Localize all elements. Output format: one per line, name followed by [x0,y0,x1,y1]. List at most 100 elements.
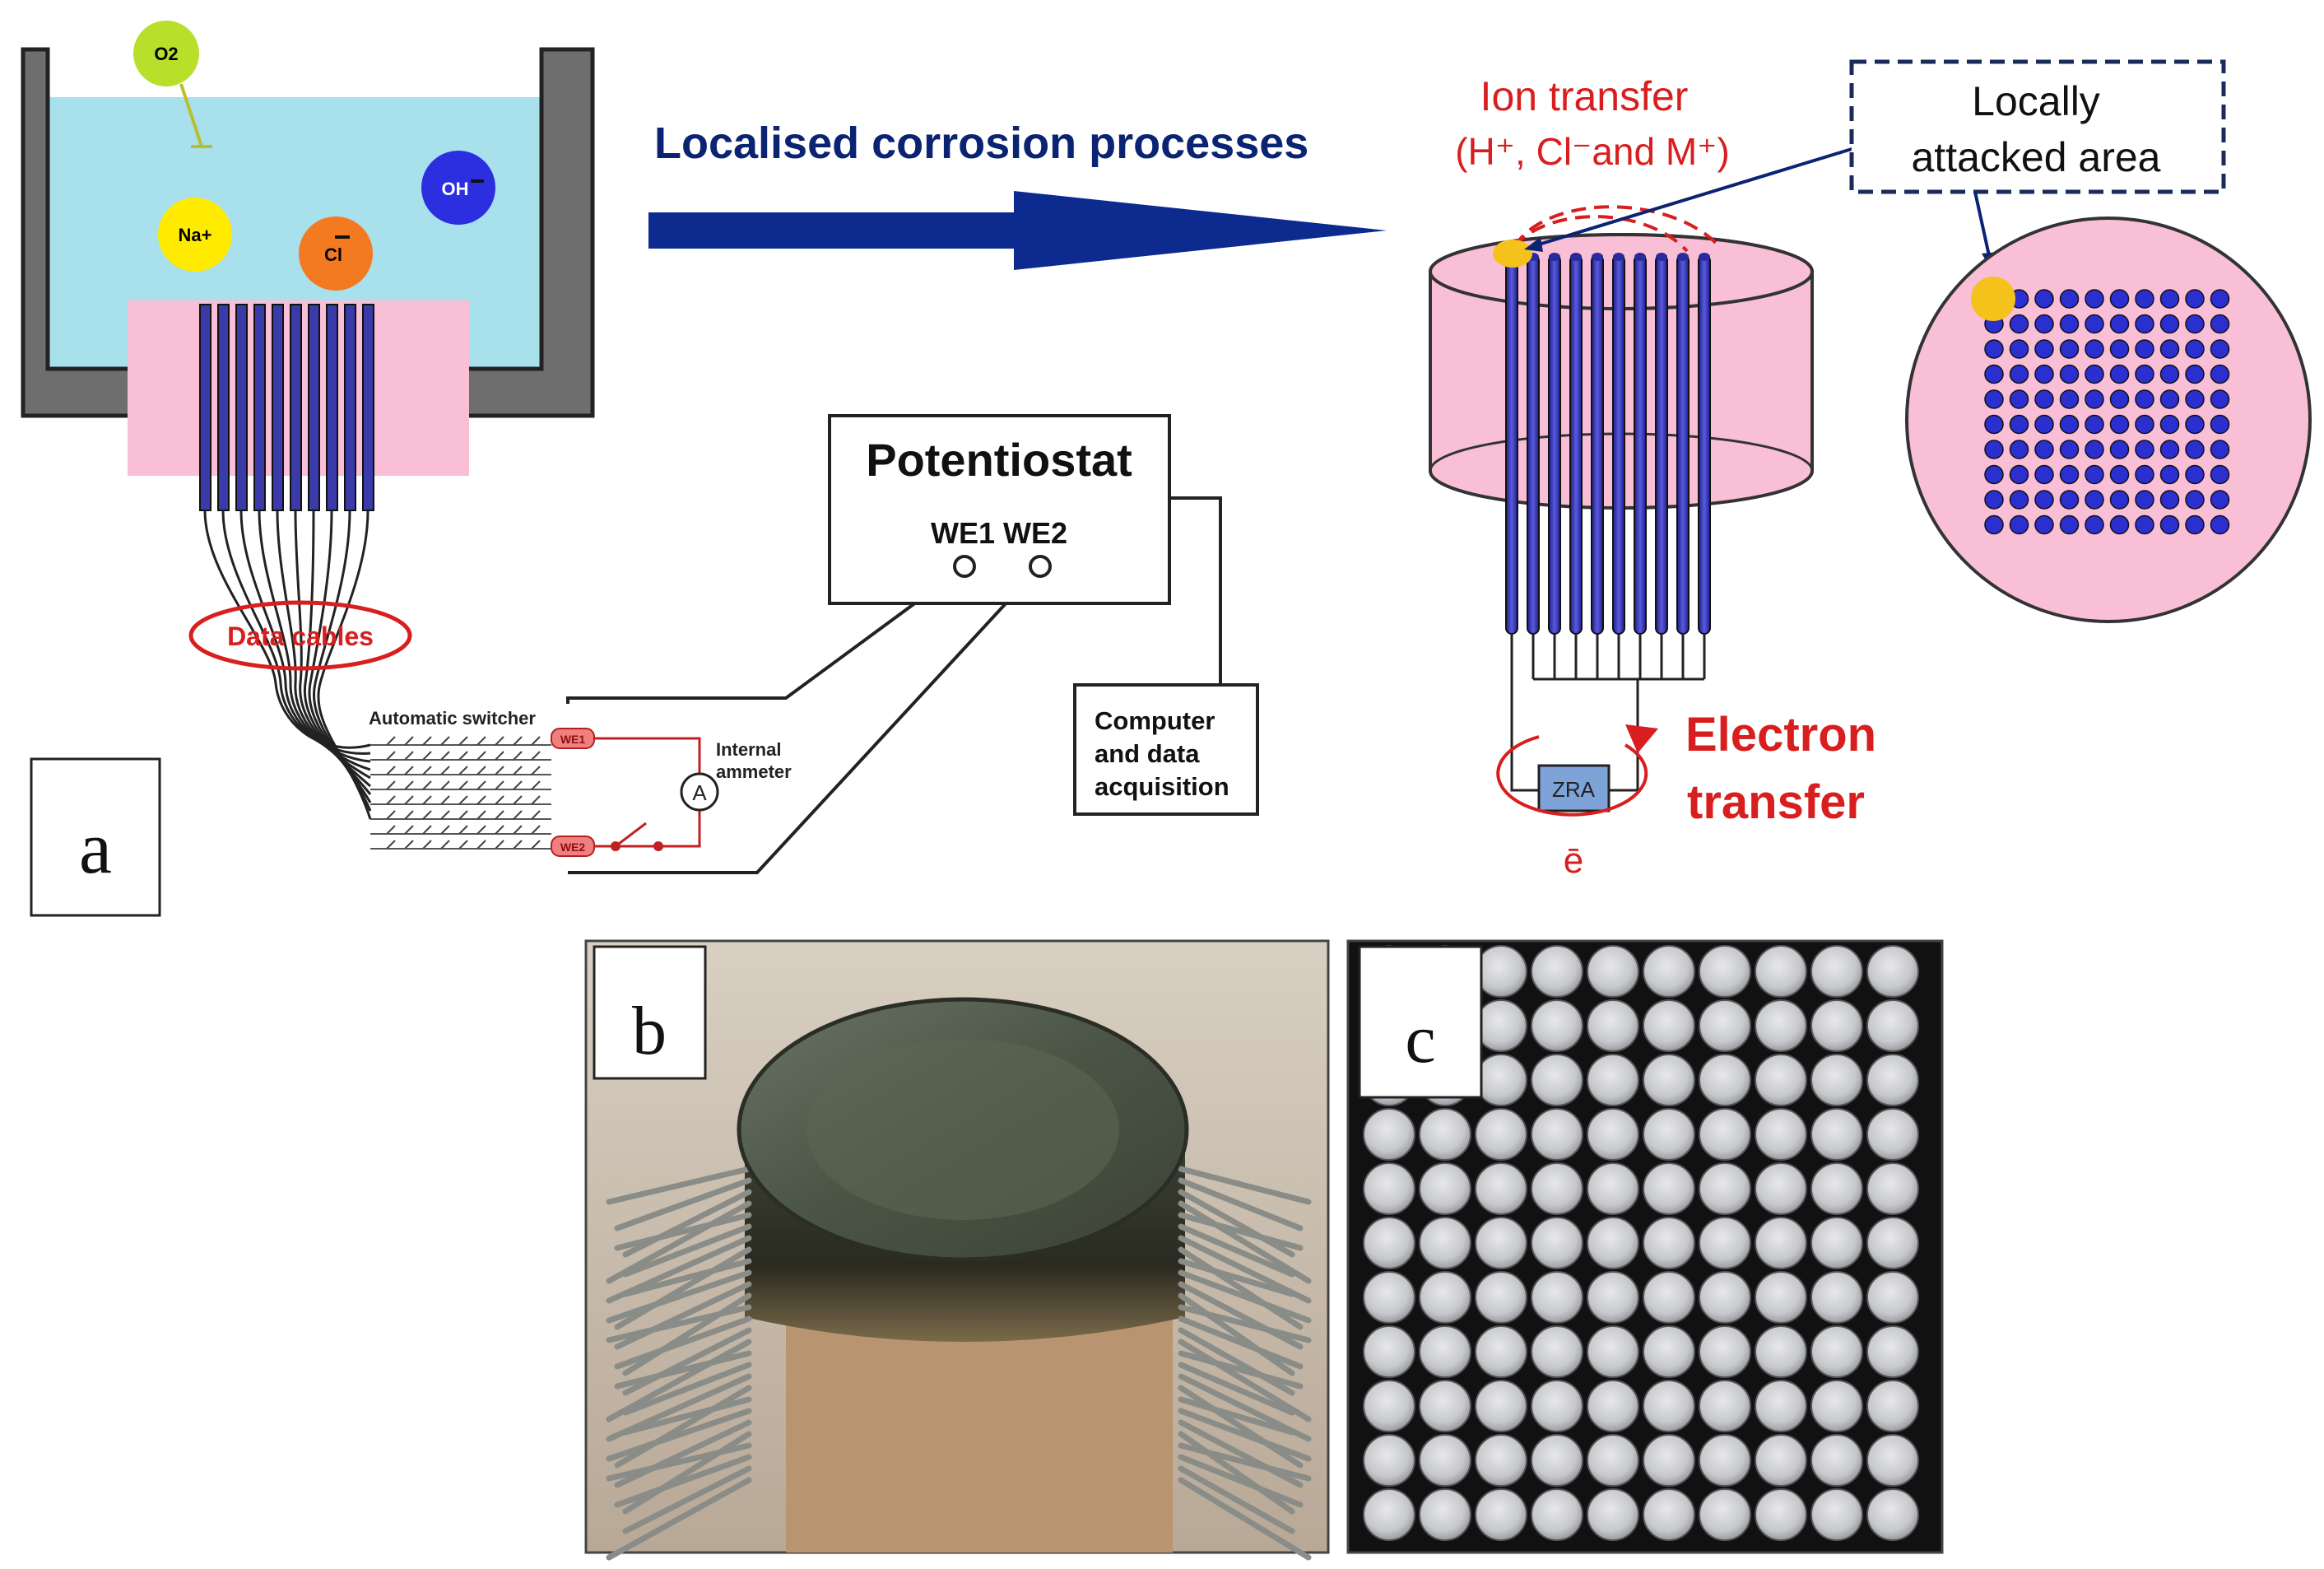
electrode-coin [1699,1217,1751,1269]
grid-wire [2109,490,2130,510]
grid-wire [2210,364,2230,384]
potentiostat-ports: WE1 WE2 [931,516,1067,550]
electrode-coin [1587,999,1639,1052]
switch-contact [513,795,523,805]
electrode-coin [1475,1325,1527,1378]
electrode-coin [1531,1271,1583,1324]
electrode-coin [1643,1488,1695,1541]
switch-contact [386,736,396,746]
grid-wire [2109,414,2130,435]
locally-attacked-1: Locally [1972,78,2100,124]
switch-contact [440,751,450,761]
switch-contact [404,825,414,835]
switch-contact [440,736,450,746]
ion-path-2 [1513,215,1689,253]
pin-right [1178,1281,1304,1350]
beaker-wire [290,304,302,511]
pin-left [606,1442,752,1482]
switch-contact [458,840,468,850]
sodium-ion [158,198,232,272]
chloride-charge [335,235,350,239]
panel-c-letter: c [1405,1001,1435,1078]
electrode-coin [1866,1217,1919,1269]
pin-left [606,1477,752,1561]
electrode-coin [1531,1325,1583,1378]
grid-wire [2135,440,2154,459]
wire-tip [1592,253,1603,261]
grid-wire [2009,389,2029,409]
pin-left [622,1465,752,1534]
grid-wire [2109,440,2130,459]
switch-contact [404,810,414,820]
we1-connector-label: WE1 [560,733,586,746]
electrode-coin [1531,1434,1583,1487]
electrode-coin [1755,1054,1807,1106]
electrode-coin [1755,1434,1807,1487]
pin-left [622,1431,752,1515]
electrode-coin [1810,1488,1863,1541]
switch-contact [386,795,396,805]
grid-wire [2135,289,2154,309]
grid-wire [2034,440,2054,459]
computer-link [1169,496,1222,685]
grid-wire [2085,490,2104,510]
electrode-coin [1866,1162,1919,1215]
grid-wire [2085,314,2104,334]
attacked-spot [1971,277,2015,321]
electrode-coin [1531,1162,1583,1215]
switch-contact [531,840,541,850]
electrode-coin [1643,1217,1695,1269]
electron-symbol: ē [1564,840,1583,881]
pointer-line-2 [1973,191,1992,260]
wire-tip [1699,253,1710,261]
electrode-coin [1363,1380,1415,1432]
pin-left [606,1304,752,1343]
grid-wire [2085,514,2104,535]
pin-left [622,1223,752,1278]
switch-contact [531,825,541,835]
beaker-wire [326,304,338,511]
switch-matrix [370,736,551,850]
grid-wire [2109,514,2130,535]
grid-wire [2059,314,2080,334]
grid-wire [1984,514,2004,535]
grid-wire [2009,414,2029,435]
pin-left [606,1200,752,1284]
cylinder-wire [1676,254,1690,635]
grid-wire [2009,464,2029,485]
grid-wire [2159,289,2180,309]
electrode-coin [1419,1108,1471,1161]
internal-ammeter-label-1: Internal [716,739,781,760]
electrode-coin [1810,1108,1863,1161]
switch-contact [476,825,486,835]
o2-molecule [133,21,199,86]
beaker-wire [272,304,284,511]
grid-wire [2059,440,2080,459]
top-view-disc [1905,216,2312,623]
electrode-coin [1531,1217,1583,1269]
electrode-coin [1810,945,1863,998]
electrode-coin [1810,1325,1863,1378]
grid-wire [2109,289,2130,309]
switch-contact [458,780,468,790]
pin-left [622,1327,752,1396]
we1-wire [594,737,701,774]
cylinder-wire [1527,254,1540,635]
panel-b-label-box [593,945,707,1080]
switch-contact [513,751,523,761]
switch-contact [440,840,450,850]
switch-contact [422,840,432,850]
electrode-coin [1363,1162,1415,1215]
grid-wire [2009,339,2029,359]
pin-right [1178,1315,1304,1370]
grid-wire [2210,314,2230,334]
switch-contact [404,840,414,850]
zra-wiring [1510,634,1539,792]
pin-left [614,1177,752,1231]
electrode-coin [1475,1162,1527,1215]
electrode-coin [1643,1380,1695,1432]
pin-left [614,1281,752,1350]
switch-contact [495,780,504,790]
switch-contact [495,736,504,746]
grid-wire [2109,314,2130,334]
